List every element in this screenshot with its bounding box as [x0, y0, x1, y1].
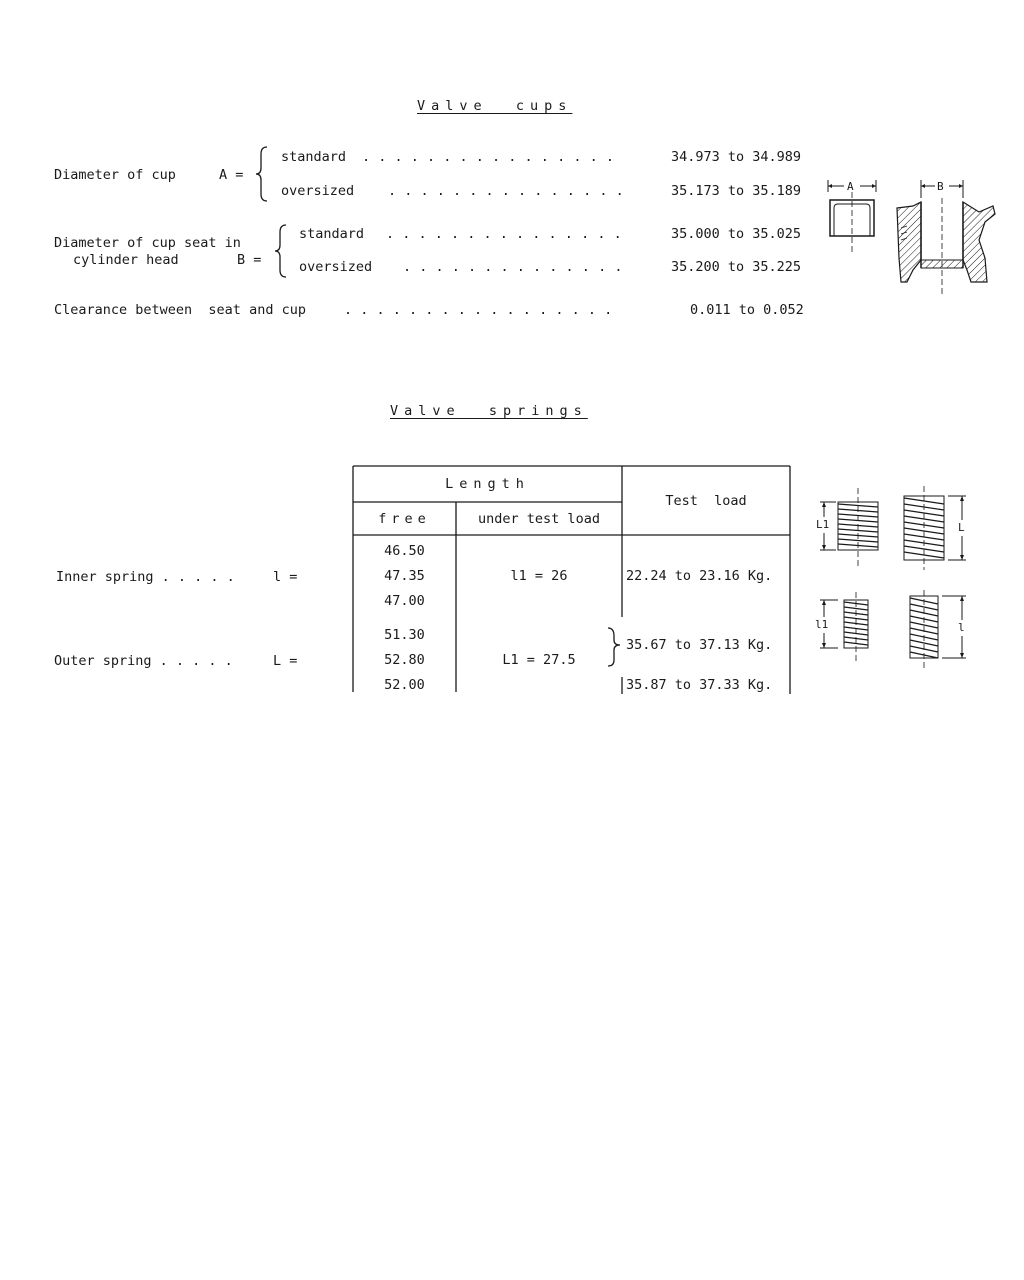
spring-table-grid: [352, 465, 791, 694]
seat-oversized-label: oversized: [299, 259, 373, 275]
outer-free-1: 51.30: [384, 627, 425, 643]
test-load-header: Test load: [665, 493, 747, 509]
seat-oversized-value: 35.200 to 35.225: [671, 259, 802, 275]
fig-label-b: B: [937, 180, 944, 193]
brace-b: [274, 224, 287, 278]
seat-standard-label: standard: [299, 226, 365, 242]
diameter-cup-label: Diameter of cup: [54, 167, 176, 183]
leader-dots: . . . . . . . . . . . . . .: [403, 259, 623, 275]
leader-dots: . . . . . . . . . . . . . . .: [386, 226, 622, 242]
cup-standard-value: 34.973 to 34.989: [671, 149, 802, 165]
cup-diagram: [827, 180, 877, 252]
inner-free-3: 47.00: [384, 593, 425, 609]
springs-heading: Valve springs: [390, 403, 588, 419]
outer-under-load: L1 = 27.5: [502, 652, 576, 668]
seat-standard-value: 35.000 to 35.025: [671, 226, 802, 242]
inner-spring-eq: l =: [273, 569, 298, 585]
inner-free-2: 47.35: [384, 568, 425, 584]
outer-test-load-2: 35.87 to 37.33 Kg.: [626, 677, 773, 693]
clearance-label: Clearance between seat and cup: [54, 302, 306, 318]
cup-standard-label: standard: [281, 149, 347, 165]
seat-label-line2: cylinder head: [73, 252, 179, 268]
fig-label-L1: L1: [816, 517, 830, 533]
outer-free-3: 52.00: [384, 677, 425, 693]
outer-test-load-1: 35.67 to 37.13 Kg.: [626, 637, 773, 653]
cups-heading: Valve cups: [417, 98, 573, 114]
outer-spring-eq: L =: [273, 653, 298, 669]
leader-dots: . . . . . . . . . . . . . . . . .: [344, 302, 613, 318]
fig-label-a: A: [847, 180, 854, 193]
inner-spring-label: Inner spring . . . . .: [56, 569, 235, 585]
under-test-load-header: under test load: [478, 511, 600, 527]
fig-label-l: l: [958, 620, 965, 636]
outer-spring-compressed-diagram: [820, 488, 879, 566]
fig-label-L: L: [958, 520, 965, 536]
seat-label-line1: Diameter of cup seat in: [54, 235, 241, 251]
clearance-value: 0.011 to 0.052: [690, 302, 804, 318]
length-header: Length: [445, 476, 530, 492]
free-header: free: [378, 511, 431, 527]
inner-spring-compressed-diagram: [820, 592, 869, 662]
inner-spring-free-diagram: [909, 590, 966, 670]
b-equals: B =: [237, 252, 262, 268]
leader-dots: . . . . . . . . . . . . . . . .: [362, 149, 614, 165]
cup-oversized-label: oversized: [281, 183, 355, 199]
a-equals: A =: [219, 167, 244, 183]
inner-free-1: 46.50: [384, 543, 425, 559]
inner-test-load: 22.24 to 23.16 Kg.: [626, 568, 773, 584]
cylinder-head-diagram: [896, 180, 996, 294]
fig-label-l1: l1: [815, 617, 829, 633]
cup-oversized-value: 35.173 to 35.189: [671, 183, 802, 199]
brace-a: [255, 146, 268, 202]
leader-dots: . . . . . . . . . . . . . . .: [388, 183, 624, 199]
outer-free-2: 52.80: [384, 652, 425, 668]
outer-spring-label: Outer spring . . . . .: [54, 653, 233, 669]
inner-under-load: l1 = 26: [510, 568, 568, 584]
